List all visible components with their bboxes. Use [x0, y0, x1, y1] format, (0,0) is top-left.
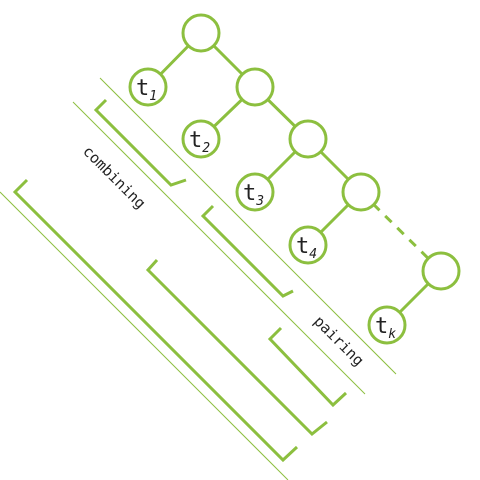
leaf-node-k: tk: [367, 305, 407, 345]
leaf-label-1: t1: [136, 76, 157, 104]
tree-node-root: [181, 13, 221, 53]
pairing-bracket-3: [267, 326, 348, 408]
pairing-bracket-2: [200, 204, 294, 298]
leaf-label-k: tk: [375, 314, 396, 342]
pairing-label: pairing: [310, 312, 367, 369]
pairing-bracket-1: [93, 98, 187, 187]
leaf-node-2: t2: [181, 119, 221, 159]
leaf-node-4: t4: [288, 225, 328, 265]
guide-line-middle: [72, 101, 366, 395]
leaf-node-1: t1: [128, 67, 168, 107]
guide-line-inner: [99, 77, 397, 375]
leaf-label-4: t4: [296, 234, 317, 262]
leaf-node-3: t3: [235, 172, 275, 212]
tree-node-2: [235, 67, 275, 107]
guide-line-outer: [0, 191, 289, 480]
tree-node-k: [421, 251, 461, 291]
combining-bracket-2: [12, 178, 299, 463]
leaf-label-2: t2: [189, 128, 210, 156]
tree-node-3: [288, 119, 328, 159]
tree-node-4: [341, 172, 381, 212]
combining-bracket-1: [145, 258, 328, 437]
leaf-label-3: t3: [243, 181, 264, 209]
